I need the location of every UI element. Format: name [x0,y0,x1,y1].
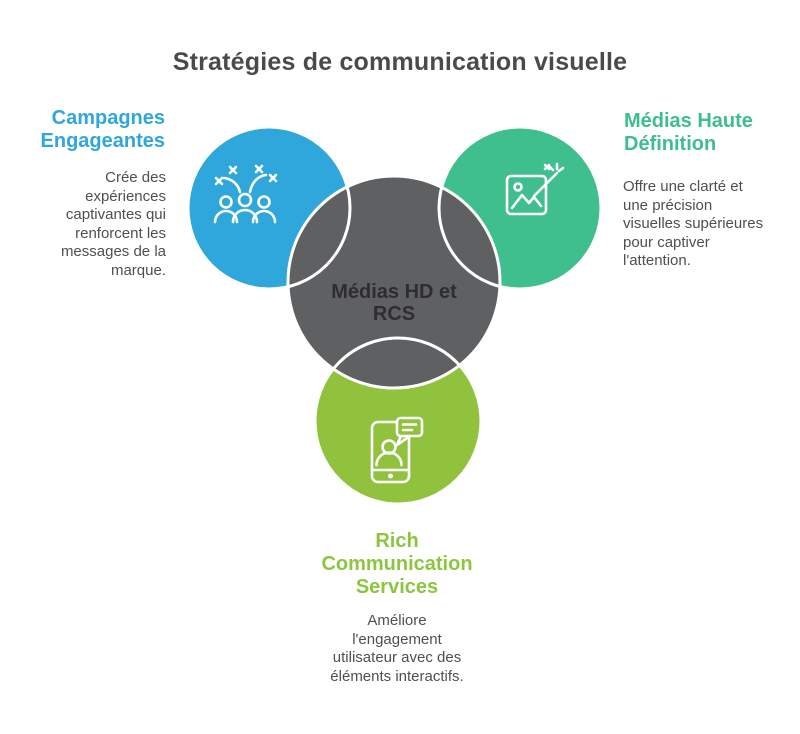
center-label: Médias HD et RCS [331,281,457,325]
heading-medias-haute-definition: Médias Haute Définition [624,110,753,155]
description-rich-communication-services: Améliore l'engagement utilisateur avec d… [330,612,464,685]
phone-chat-bubble-icon [370,416,424,484]
heading-campagnes-engageantes: Campagnes Engageantes [40,107,165,152]
celebration-people-icon [213,164,278,224]
image-magic-wand-icon [505,162,565,216]
center-gray-circle [286,174,502,390]
heading-rich-communication-services: Rich Communication Services [321,530,473,598]
lime-circle-rim [313,336,483,506]
page-title: Stratégies de communication visuelle [172,48,628,76]
description-medias-haute-definition: Offre une clarté et une précision visuel… [623,178,764,269]
green-circle-rim [437,125,603,291]
blue-circle-rim [186,125,352,291]
description-campagnes-engageantes: Crée des expériences captivantes qui ren… [60,169,166,279]
